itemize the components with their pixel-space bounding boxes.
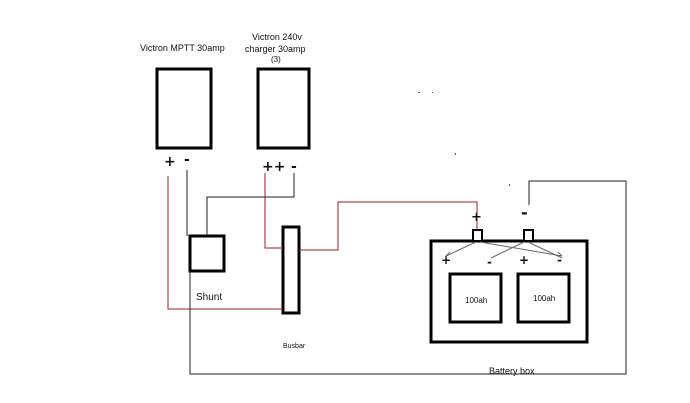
charger-minus-sign: - (291, 159, 297, 175)
shunt-label: Shunt (196, 292, 222, 303)
terminal-plus-sign: + (471, 210, 482, 225)
charger-plus-sign: ++ (262, 159, 285, 175)
mppt-minus-sign: - (184, 152, 190, 168)
battery-terminal-negative (523, 229, 534, 242)
busbar-label: Busbar (283, 343, 306, 350)
box-minus-left-sign: - (487, 255, 492, 269)
battery-box (429, 239, 589, 344)
black-wires (186, 170, 627, 375)
mppt-plus-sign: + (164, 154, 176, 170)
shunt-box (188, 234, 226, 273)
battery-2 (516, 272, 571, 324)
battery-crossover-links (445, 241, 563, 259)
box-minus-right-sign: - (557, 253, 562, 267)
box-plus-right-sign: + (519, 253, 529, 267)
terminal-minus-sign: - (521, 203, 528, 222)
charger-box (256, 67, 311, 150)
battery-terminal-positive (472, 229, 483, 242)
battery-1-label: 100ah (465, 296, 487, 305)
battery-1 (448, 272, 503, 324)
charger-label-line1: Victron 240v (252, 32, 302, 42)
battery-box-label: Battery box (489, 366, 535, 376)
red-wires (167, 173, 478, 310)
mppt-box (155, 67, 213, 150)
mppt-label: Victron MPTT 30amp (140, 43, 225, 53)
stray-marks (418, 92, 510, 186)
busbar (281, 225, 301, 315)
box-plus-left-sign: + (441, 253, 451, 267)
charger-label-line2: charger 30amp (245, 44, 306, 54)
charger-label-line3: (3) (271, 55, 281, 64)
battery-2-label: 100ah (533, 294, 555, 303)
